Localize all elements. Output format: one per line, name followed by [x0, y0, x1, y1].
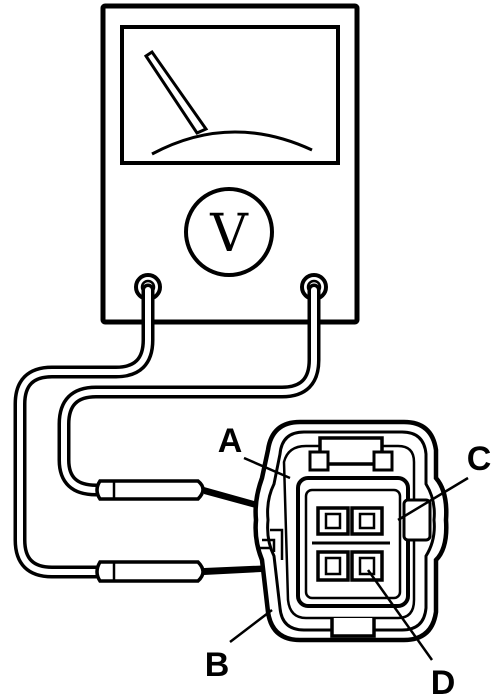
connector-housing-contour [266, 430, 436, 632]
terminal-cell-b-pin [324, 556, 342, 576]
lead-left-outline [13, 283, 155, 579]
probe-lower-handle [95, 560, 205, 583]
test-leads [13, 283, 321, 579]
connector-left-ridges [258, 528, 284, 560]
leader-lines [229, 456, 469, 661]
leader-d [366, 569, 434, 661]
callout-label-a: A [218, 422, 243, 460]
lead-right-inner [61, 287, 317, 493]
terminal-cell-c-pin [324, 512, 342, 530]
connector-inner-contour [282, 444, 416, 620]
leader-b [229, 609, 273, 643]
leader-c [397, 476, 469, 522]
meter-display-window [120, 25, 340, 165]
lead-left-inner [17, 287, 151, 575]
leader-a [243, 456, 291, 480]
voltage-dial-icon [184, 187, 274, 277]
meter-scale-arc [151, 130, 313, 156]
meter-needle [143, 49, 209, 135]
probe-upper-handle [95, 479, 205, 501]
terminal-cell-upper-right-pin [358, 512, 376, 530]
callout-label-b: B [205, 646, 230, 684]
connector-right-ridge [402, 498, 432, 542]
connector-bottom-clip [330, 618, 376, 638]
terminal-cell-d-pin [358, 556, 376, 576]
connector-latch-left-tab [308, 450, 330, 472]
callout-label-c: C [467, 440, 492, 478]
meter-symbol: V [209, 204, 249, 264]
connector [253, 419, 449, 643]
voltmeter: V [100, 3, 360, 325]
connector-cavity-inner [304, 488, 402, 600]
callout-label-d: D [431, 664, 456, 699]
connector-latch-right-tab [372, 450, 394, 472]
